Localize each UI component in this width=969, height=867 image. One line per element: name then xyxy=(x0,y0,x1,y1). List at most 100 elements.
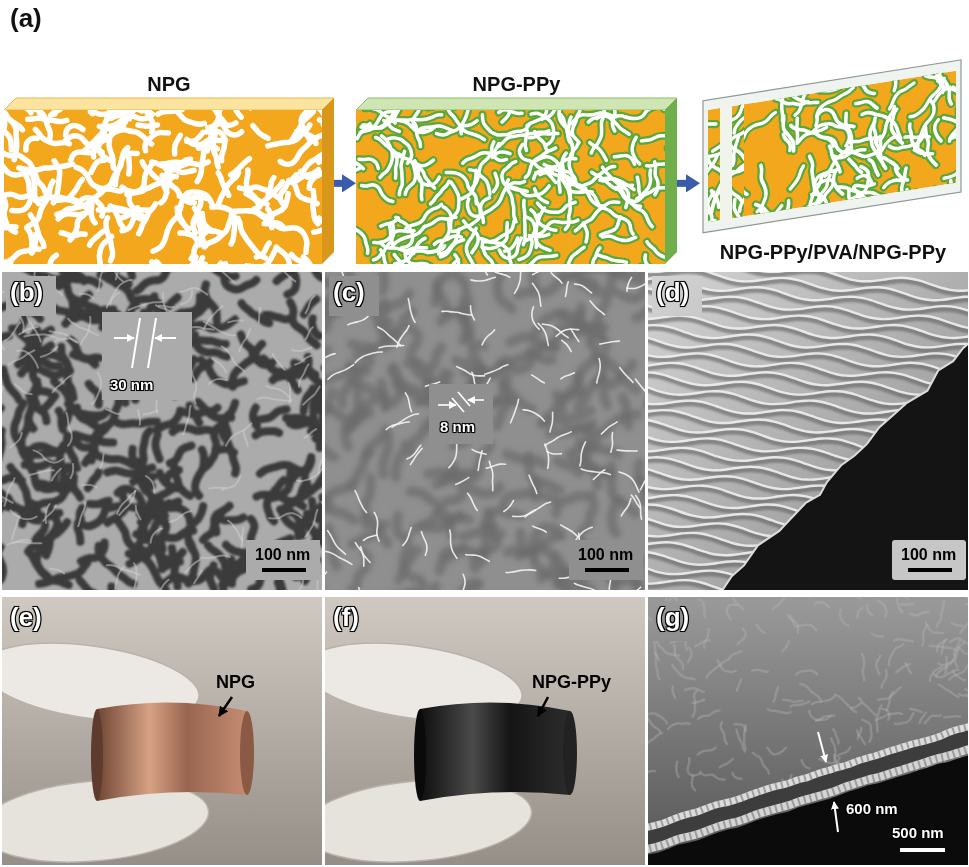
texture-stroke xyxy=(507,454,544,464)
pointer-arrow xyxy=(219,697,232,716)
texture-stroke xyxy=(50,569,64,574)
texture-stroke xyxy=(132,449,153,477)
micrograph xyxy=(325,272,645,590)
texture-stroke xyxy=(234,211,270,223)
texture-stroke xyxy=(246,248,276,264)
texture-stroke xyxy=(460,574,465,590)
texture-stroke xyxy=(289,383,291,402)
texture-stroke xyxy=(535,496,557,513)
texture-stroke xyxy=(244,432,248,446)
texture-stroke xyxy=(959,694,968,696)
texture-stroke xyxy=(699,600,705,618)
texture-stroke xyxy=(575,423,593,430)
label-holder: (d) xyxy=(656,278,689,308)
texture-stroke xyxy=(529,475,537,493)
label-holder: 100 nm xyxy=(578,546,633,564)
texture-stroke xyxy=(257,398,291,402)
texture-stroke xyxy=(10,433,22,448)
texture-stroke xyxy=(218,173,228,196)
texture-stroke xyxy=(820,75,867,92)
texture-stroke xyxy=(73,354,95,364)
texture-stroke xyxy=(208,110,232,128)
texture-stroke xyxy=(897,168,906,213)
texture-stroke xyxy=(206,272,235,277)
texture-stroke xyxy=(533,272,554,275)
texture-stroke xyxy=(194,570,202,583)
texture-stroke xyxy=(82,485,96,488)
texture-stroke xyxy=(597,205,633,234)
texture-stroke xyxy=(506,570,536,573)
electrode-layer xyxy=(648,723,968,830)
texture-stroke xyxy=(70,464,73,478)
texture-stroke xyxy=(235,110,241,117)
texture-stroke xyxy=(581,469,610,475)
electrode-layer xyxy=(648,745,968,852)
texture-stroke xyxy=(456,477,469,484)
texture xyxy=(732,104,744,218)
texture-stroke xyxy=(944,115,956,132)
texture-stroke xyxy=(186,327,214,331)
texture-stroke xyxy=(218,172,239,205)
texture-stroke xyxy=(598,255,627,262)
texture-stroke xyxy=(617,187,629,207)
texture-stroke xyxy=(396,217,413,247)
schematic-block: NPG-PPy/PVA/NPG-PPy xyxy=(700,58,966,264)
texture-stroke xyxy=(318,443,322,484)
texture-stroke xyxy=(178,312,182,335)
texture-stroke xyxy=(127,176,177,194)
texture-stroke xyxy=(50,331,77,342)
texture-stroke xyxy=(561,525,577,536)
texture-stroke xyxy=(862,654,864,681)
texture-stroke xyxy=(120,344,167,366)
texture-stroke xyxy=(944,716,960,717)
texture-stroke xyxy=(91,160,104,172)
texture-stroke xyxy=(427,220,449,253)
texture-stroke xyxy=(488,272,509,277)
texture-stroke xyxy=(49,255,56,264)
texture-stroke xyxy=(895,713,914,724)
texture-stroke xyxy=(648,335,968,376)
texture-stroke xyxy=(301,110,309,139)
texture-stroke xyxy=(648,610,653,621)
texture-stroke xyxy=(910,79,944,117)
texture-stroke xyxy=(7,542,41,545)
texture-stroke xyxy=(551,273,562,283)
texture-stroke xyxy=(851,165,869,199)
texture-stroke xyxy=(328,531,346,555)
texture-stroke xyxy=(685,631,689,650)
label-holder: NPG xyxy=(216,672,255,693)
texture-stroke xyxy=(835,695,856,712)
shadow-region xyxy=(648,751,968,865)
texture-stroke xyxy=(574,527,592,543)
texture-stroke xyxy=(49,276,62,295)
texture-stroke xyxy=(292,348,311,351)
rolled-film xyxy=(97,702,247,801)
texture-stroke xyxy=(767,748,785,755)
texture-stroke xyxy=(19,164,73,170)
texture-stroke xyxy=(597,359,600,383)
texture-stroke xyxy=(672,687,675,698)
texture-stroke xyxy=(429,373,444,404)
texture-stroke xyxy=(847,597,861,598)
texture-stroke xyxy=(34,450,63,462)
texture-stroke xyxy=(783,114,794,152)
texture-stroke xyxy=(315,110,322,117)
texture-stroke xyxy=(860,81,874,96)
texture-stroke xyxy=(146,476,155,493)
texture-stroke xyxy=(944,148,956,178)
scale-label: 100 nm xyxy=(901,546,956,564)
texture-stroke xyxy=(271,470,291,498)
texture-stroke xyxy=(858,608,863,618)
label-holder: (f) xyxy=(333,603,359,633)
texture-stroke xyxy=(471,277,495,281)
texture-stroke xyxy=(791,616,798,633)
texture-stroke xyxy=(538,323,548,345)
texture-stroke xyxy=(212,358,226,372)
pva-electrolyte xyxy=(720,106,732,220)
texture-stroke xyxy=(269,513,301,518)
texture-stroke xyxy=(815,602,829,607)
texture-stroke xyxy=(629,188,665,202)
texture-stroke xyxy=(720,759,733,767)
texture-stroke xyxy=(600,217,620,235)
texture-stroke xyxy=(559,307,582,330)
